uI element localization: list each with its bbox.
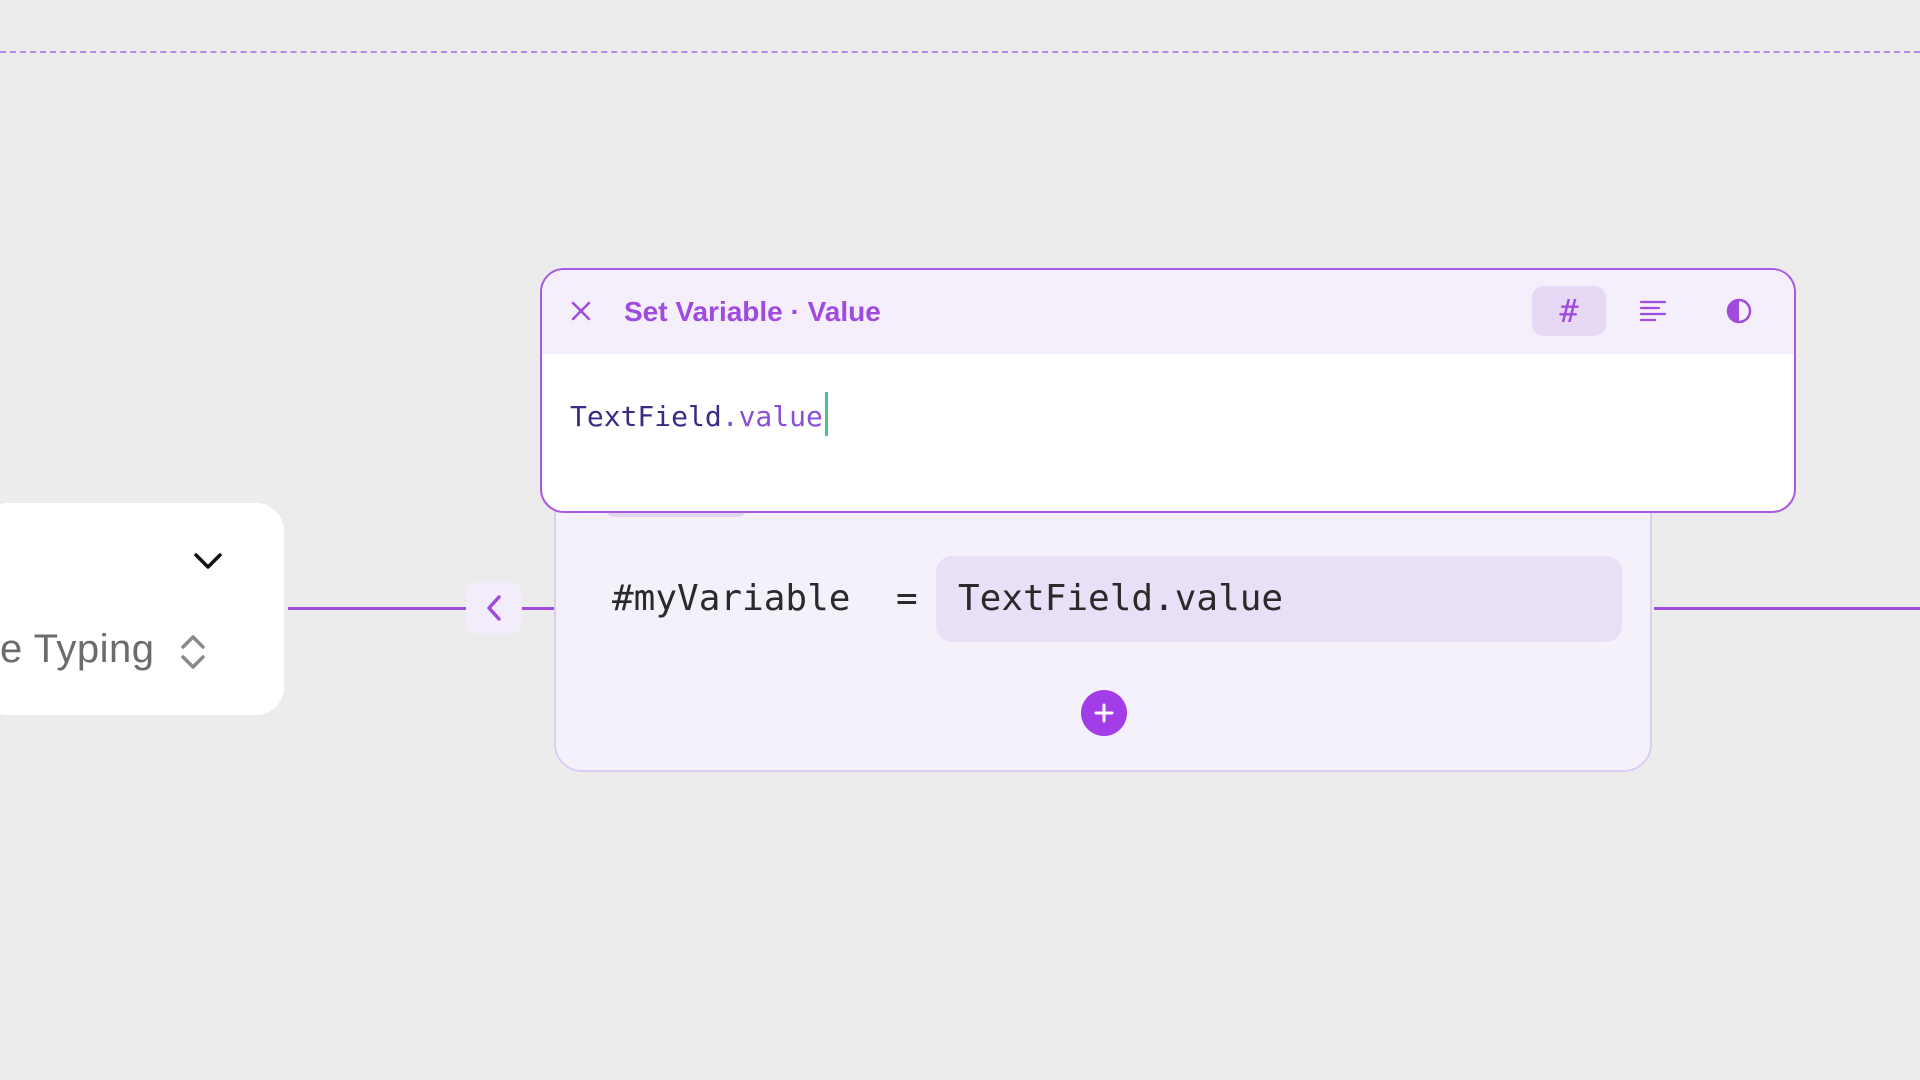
value-expression-text: TextField.value — [958, 578, 1284, 619]
add-step-button[interactable] — [1081, 690, 1127, 736]
expression-property: .value — [721, 400, 823, 433]
editor-header: Set Variable · Value # — [542, 270, 1794, 354]
number-mode-button[interactable]: # — [1532, 286, 1606, 336]
contrast-mode-button[interactable] — [1702, 286, 1776, 336]
contrast-icon — [1726, 298, 1752, 324]
value-expression-field[interactable]: TextField.value — [936, 556, 1622, 642]
chevron-down-icon[interactable] — [190, 543, 226, 579]
dashed-guide-line — [0, 51, 1920, 53]
connector-line-right — [1654, 607, 1920, 610]
set-variable-action-card[interactable]: #myVariable = TextField.value — [554, 480, 1652, 772]
trigger-card[interactable]: e Typing — [0, 503, 284, 715]
chevron-up-down-icon[interactable] — [176, 631, 210, 673]
card-header-peek — [606, 513, 806, 523]
plus-icon — [1094, 703, 1114, 723]
editor-title: Set Variable · Value — [624, 296, 881, 327]
text-mode-button[interactable] — [1616, 286, 1690, 336]
collapse-button[interactable] — [466, 582, 522, 634]
trigger-event-label[interactable]: e Typing — [0, 627, 155, 671]
connector-line-left — [288, 607, 468, 610]
connector-line-mid — [522, 607, 556, 610]
chevron-left-icon — [487, 595, 501, 621]
expression-object: TextField — [570, 400, 722, 433]
assignment-operator: = — [896, 578, 918, 619]
expression-editor-popover: Set Variable · Value # TextFie — [540, 268, 1796, 513]
close-icon[interactable] — [566, 296, 596, 326]
expression-input[interactable]: TextField.value — [570, 392, 828, 440]
variable-name[interactable]: #myVariable — [612, 578, 851, 619]
text-caret — [824, 392, 828, 436]
hash-icon: # — [1559, 292, 1579, 330]
text-align-icon — [1639, 300, 1667, 322]
